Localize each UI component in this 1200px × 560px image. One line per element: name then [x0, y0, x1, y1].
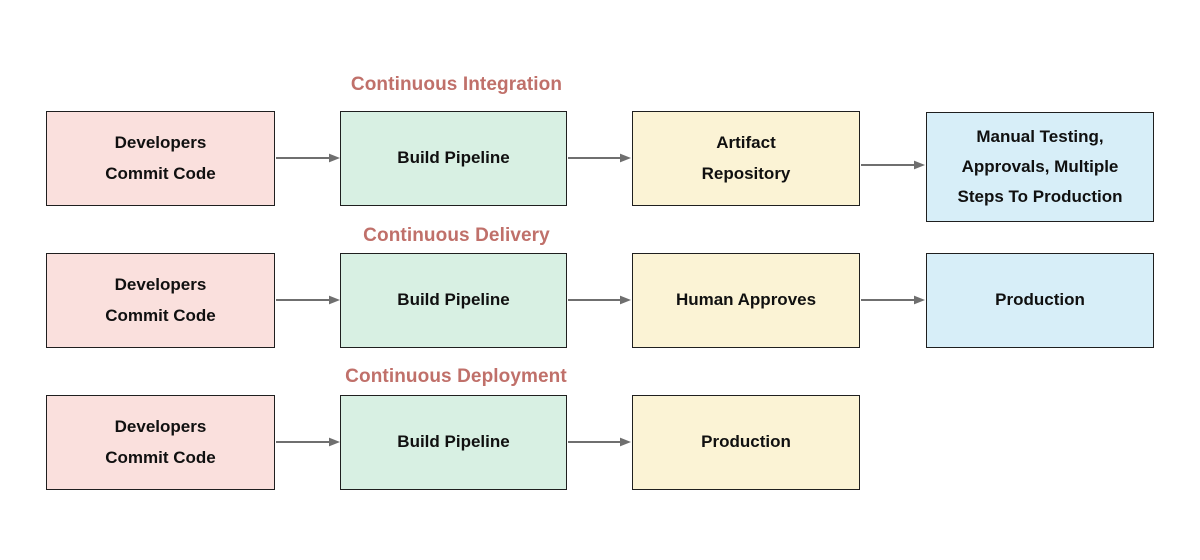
node-label: Build Pipeline [397, 148, 510, 168]
node-label: Developers Commit Code [55, 270, 266, 331]
node-build-pipeline-ci: Build Pipeline [340, 111, 567, 206]
arrow-ci-build-to-artifact [568, 152, 631, 164]
node-label-line-1: Developers [114, 275, 207, 295]
node-label-line-2: Approvals, Multiple [961, 156, 1119, 176]
node-label: Manual Testing, Approvals, Multiple Step… [935, 122, 1145, 213]
node-label: Artifact Repository [641, 128, 851, 189]
node-build-pipeline-cdep: Build Pipeline [340, 395, 567, 490]
node-developers-commit-code-ci: Developers Commit Code [46, 111, 275, 206]
node-human-approves-cd: Human Approves [632, 253, 860, 348]
node-label: Developers Commit Code [55, 128, 266, 189]
node-build-pipeline-cd: Build Pipeline [340, 253, 567, 348]
arrow-cdep-build-to-production [568, 436, 631, 448]
node-label: Production [701, 432, 791, 452]
node-label-line-2: Commit Code [105, 163, 216, 183]
node-artifact-repository-ci: Artifact Repository [632, 111, 860, 206]
node-label-line-2: Repository [701, 163, 791, 183]
node-label-line-1: Artifact [716, 133, 776, 153]
arrow-ci-artifact-to-manual-testing [861, 159, 925, 171]
node-label: Human Approves [675, 290, 817, 310]
node-developers-commit-code-cdep: Developers Commit Code [46, 395, 275, 490]
node-label: Production [995, 290, 1085, 310]
node-label-line-1: Developers [114, 417, 207, 437]
node-production-cdep: Production [632, 395, 860, 490]
node-label-line-1: Manual Testing, [976, 126, 1104, 146]
node-label-line-3: Steps To Production [957, 187, 1123, 207]
node-developers-commit-code-cd: Developers Commit Code [46, 253, 275, 348]
arrow-cd-human-approves-to-production [861, 294, 925, 306]
node-production-cd: Production [926, 253, 1154, 348]
arrow-cdep-developers-to-build [276, 436, 340, 448]
arrow-ci-developers-to-build [276, 152, 340, 164]
arrow-cd-build-to-human-approves [568, 294, 631, 306]
node-label-line-2: Commit Code [105, 305, 216, 325]
arrow-cd-developers-to-build [276, 294, 340, 306]
node-label-line-1: Developers [114, 133, 207, 153]
row-title-continuous-deployment: Continuous Deployment [345, 366, 567, 387]
node-label: Developers Commit Code [55, 412, 266, 473]
row-title-continuous-delivery: Continuous Delivery [363, 225, 550, 246]
node-label: Build Pipeline [397, 432, 510, 452]
row-title-continuous-integration: Continuous Integration [350, 74, 563, 95]
node-manual-testing-approvals-ci: Manual Testing, Approvals, Multiple Step… [926, 112, 1154, 222]
node-label: Build Pipeline [397, 290, 510, 310]
node-label-line-2: Commit Code [105, 447, 216, 467]
